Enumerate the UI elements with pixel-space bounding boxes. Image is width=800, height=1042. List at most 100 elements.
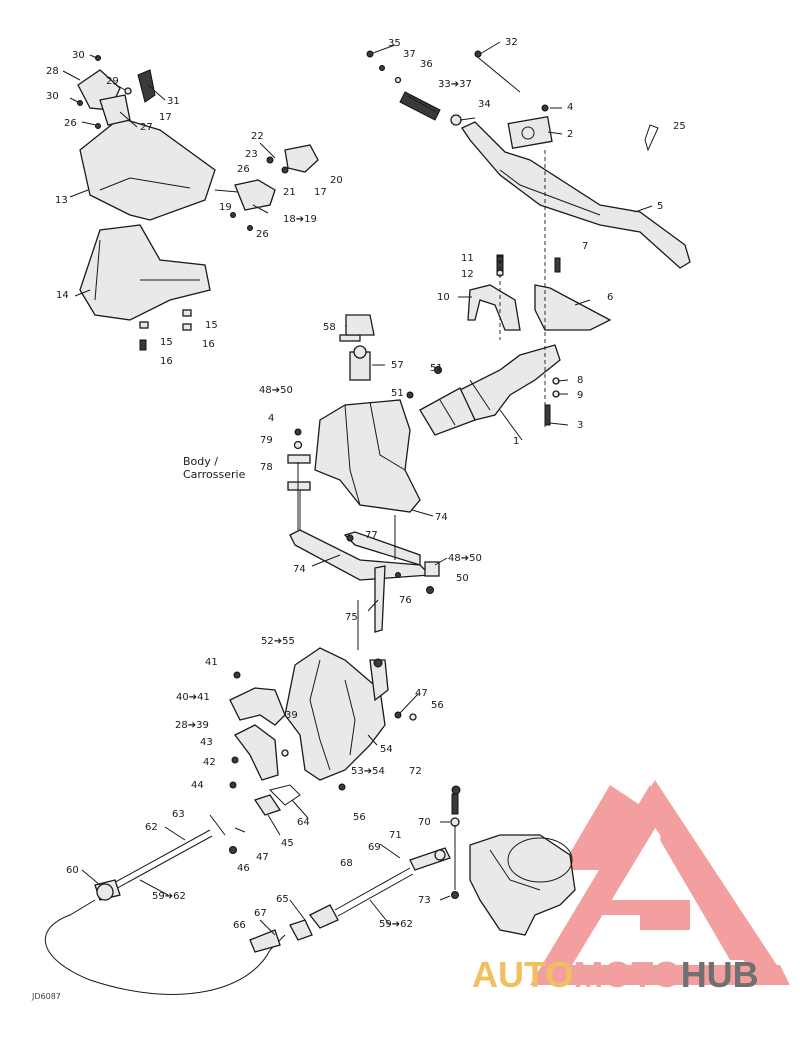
watermark-moto: MOTO <box>573 954 681 995</box>
label-39: 39 <box>285 710 298 721</box>
label-40-41: 40➔41 <box>176 692 210 703</box>
part-number-labels: 30 28 29 31 30 26 27 17 13 22 23 26 21 1… <box>46 37 686 931</box>
label-13: 13 <box>55 195 68 206</box>
label-14: 14 <box>56 290 69 301</box>
label-8: 8 <box>577 375 583 386</box>
lever-housing <box>469 834 576 936</box>
label-59-62: 59➔62 <box>152 891 186 902</box>
cable-assembly <box>44 784 461 995</box>
label-16: 16 <box>202 339 215 350</box>
steering-column-assembly <box>406 150 612 436</box>
label-26: 26 <box>237 164 250 175</box>
label-30: 30 <box>46 91 59 102</box>
label-6: 6 <box>607 292 613 303</box>
label-5: 5 <box>657 201 663 212</box>
label-72: 72 <box>409 766 422 777</box>
label-74: 74 <box>435 512 448 523</box>
label-42: 42 <box>203 757 216 768</box>
label-73: 73 <box>418 895 431 906</box>
label-62: 62 <box>145 822 158 833</box>
label-25: 25 <box>673 121 686 132</box>
label-51: 51 <box>391 388 404 399</box>
label-19: 19 <box>219 202 232 213</box>
switch-housing-assembly <box>230 144 319 231</box>
label-33-37: 33➔37 <box>438 79 472 90</box>
label-28: 28 <box>46 66 59 77</box>
label-31: 31 <box>167 96 180 107</box>
label-64: 64 <box>297 817 310 828</box>
watermark-logo <box>530 780 790 985</box>
label-23: 23 <box>245 149 258 160</box>
lower-cover-assembly <box>79 224 211 351</box>
label-51: 51 <box>430 363 443 374</box>
label-10: 10 <box>437 292 450 303</box>
label-21: 21 <box>283 187 296 198</box>
label-35: 35 <box>388 38 401 49</box>
label-67: 67 <box>254 908 267 919</box>
leader-lines <box>62 41 653 936</box>
label-1: 1 <box>513 436 519 447</box>
label-34: 34 <box>478 99 491 110</box>
label-26: 26 <box>256 229 269 240</box>
label-66: 66 <box>233 920 246 931</box>
lower-bracket-assembly <box>229 600 417 791</box>
label-78: 78 <box>260 462 273 473</box>
label-75: 75 <box>345 612 358 623</box>
body-label-line1: Body / <box>183 455 218 468</box>
label-53-54: 53➔54 <box>351 766 385 777</box>
label-48-50: 48➔50 <box>448 553 482 564</box>
label-58: 58 <box>323 322 336 333</box>
label-46: 46 <box>237 863 250 874</box>
label-11: 11 <box>461 253 474 264</box>
label-3: 3 <box>577 420 583 431</box>
handlebar-assembly <box>366 50 691 269</box>
label-9: 9 <box>577 390 583 401</box>
label-37: 37 <box>403 49 416 60</box>
watermark-hub: HUB <box>680 954 759 995</box>
mounting-plate <box>289 490 440 633</box>
label-43: 43 <box>200 737 213 748</box>
label-77: 77 <box>365 530 378 541</box>
label-36: 36 <box>420 59 433 70</box>
label-17: 17 <box>314 187 327 198</box>
label-44: 44 <box>191 780 204 791</box>
label-15: 15 <box>160 337 173 348</box>
label-74: 74 <box>293 564 306 575</box>
label-27: 27 <box>140 122 153 133</box>
label-71: 71 <box>389 830 402 841</box>
label-48-50: 48➔50 <box>259 385 293 396</box>
label-47: 47 <box>256 852 269 863</box>
label-17: 17 <box>159 112 172 123</box>
label-56: 56 <box>353 812 366 823</box>
label-47: 47 <box>415 688 428 699</box>
label-30: 30 <box>72 50 85 61</box>
body-annotation: Body / Carrosserie <box>183 455 245 481</box>
drawing-code: JD6087 <box>32 992 61 1001</box>
label-59-62: 59➔62 <box>379 919 413 930</box>
label-56: 56 <box>431 700 444 711</box>
label-69: 69 <box>368 842 381 853</box>
label-20: 20 <box>330 175 343 186</box>
label-41: 41 <box>205 657 218 668</box>
label-16: 16 <box>160 356 173 367</box>
label-22: 22 <box>251 131 264 142</box>
label-45: 45 <box>281 838 294 849</box>
label-15: 15 <box>205 320 218 331</box>
watermark-auto: AUTO <box>472 954 574 995</box>
label-57: 57 <box>391 360 404 371</box>
label-28-39: 28➔39 <box>175 720 209 731</box>
label-32: 32 <box>505 37 518 48</box>
label-26: 26 <box>64 118 77 129</box>
body-label-line2: Carrosserie <box>183 468 246 481</box>
label-63: 63 <box>172 809 185 820</box>
label-76: 76 <box>399 595 412 606</box>
label-70: 70 <box>418 817 431 828</box>
label-52-55: 52➔55 <box>261 636 295 647</box>
label-60: 60 <box>66 865 79 876</box>
label-12: 12 <box>461 269 474 280</box>
label-50: 50 <box>456 573 469 584</box>
label-4: 4 <box>567 102 573 113</box>
watermark-text: AUTOMOTOHUB <box>472 954 759 996</box>
label-79: 79 <box>260 435 273 446</box>
